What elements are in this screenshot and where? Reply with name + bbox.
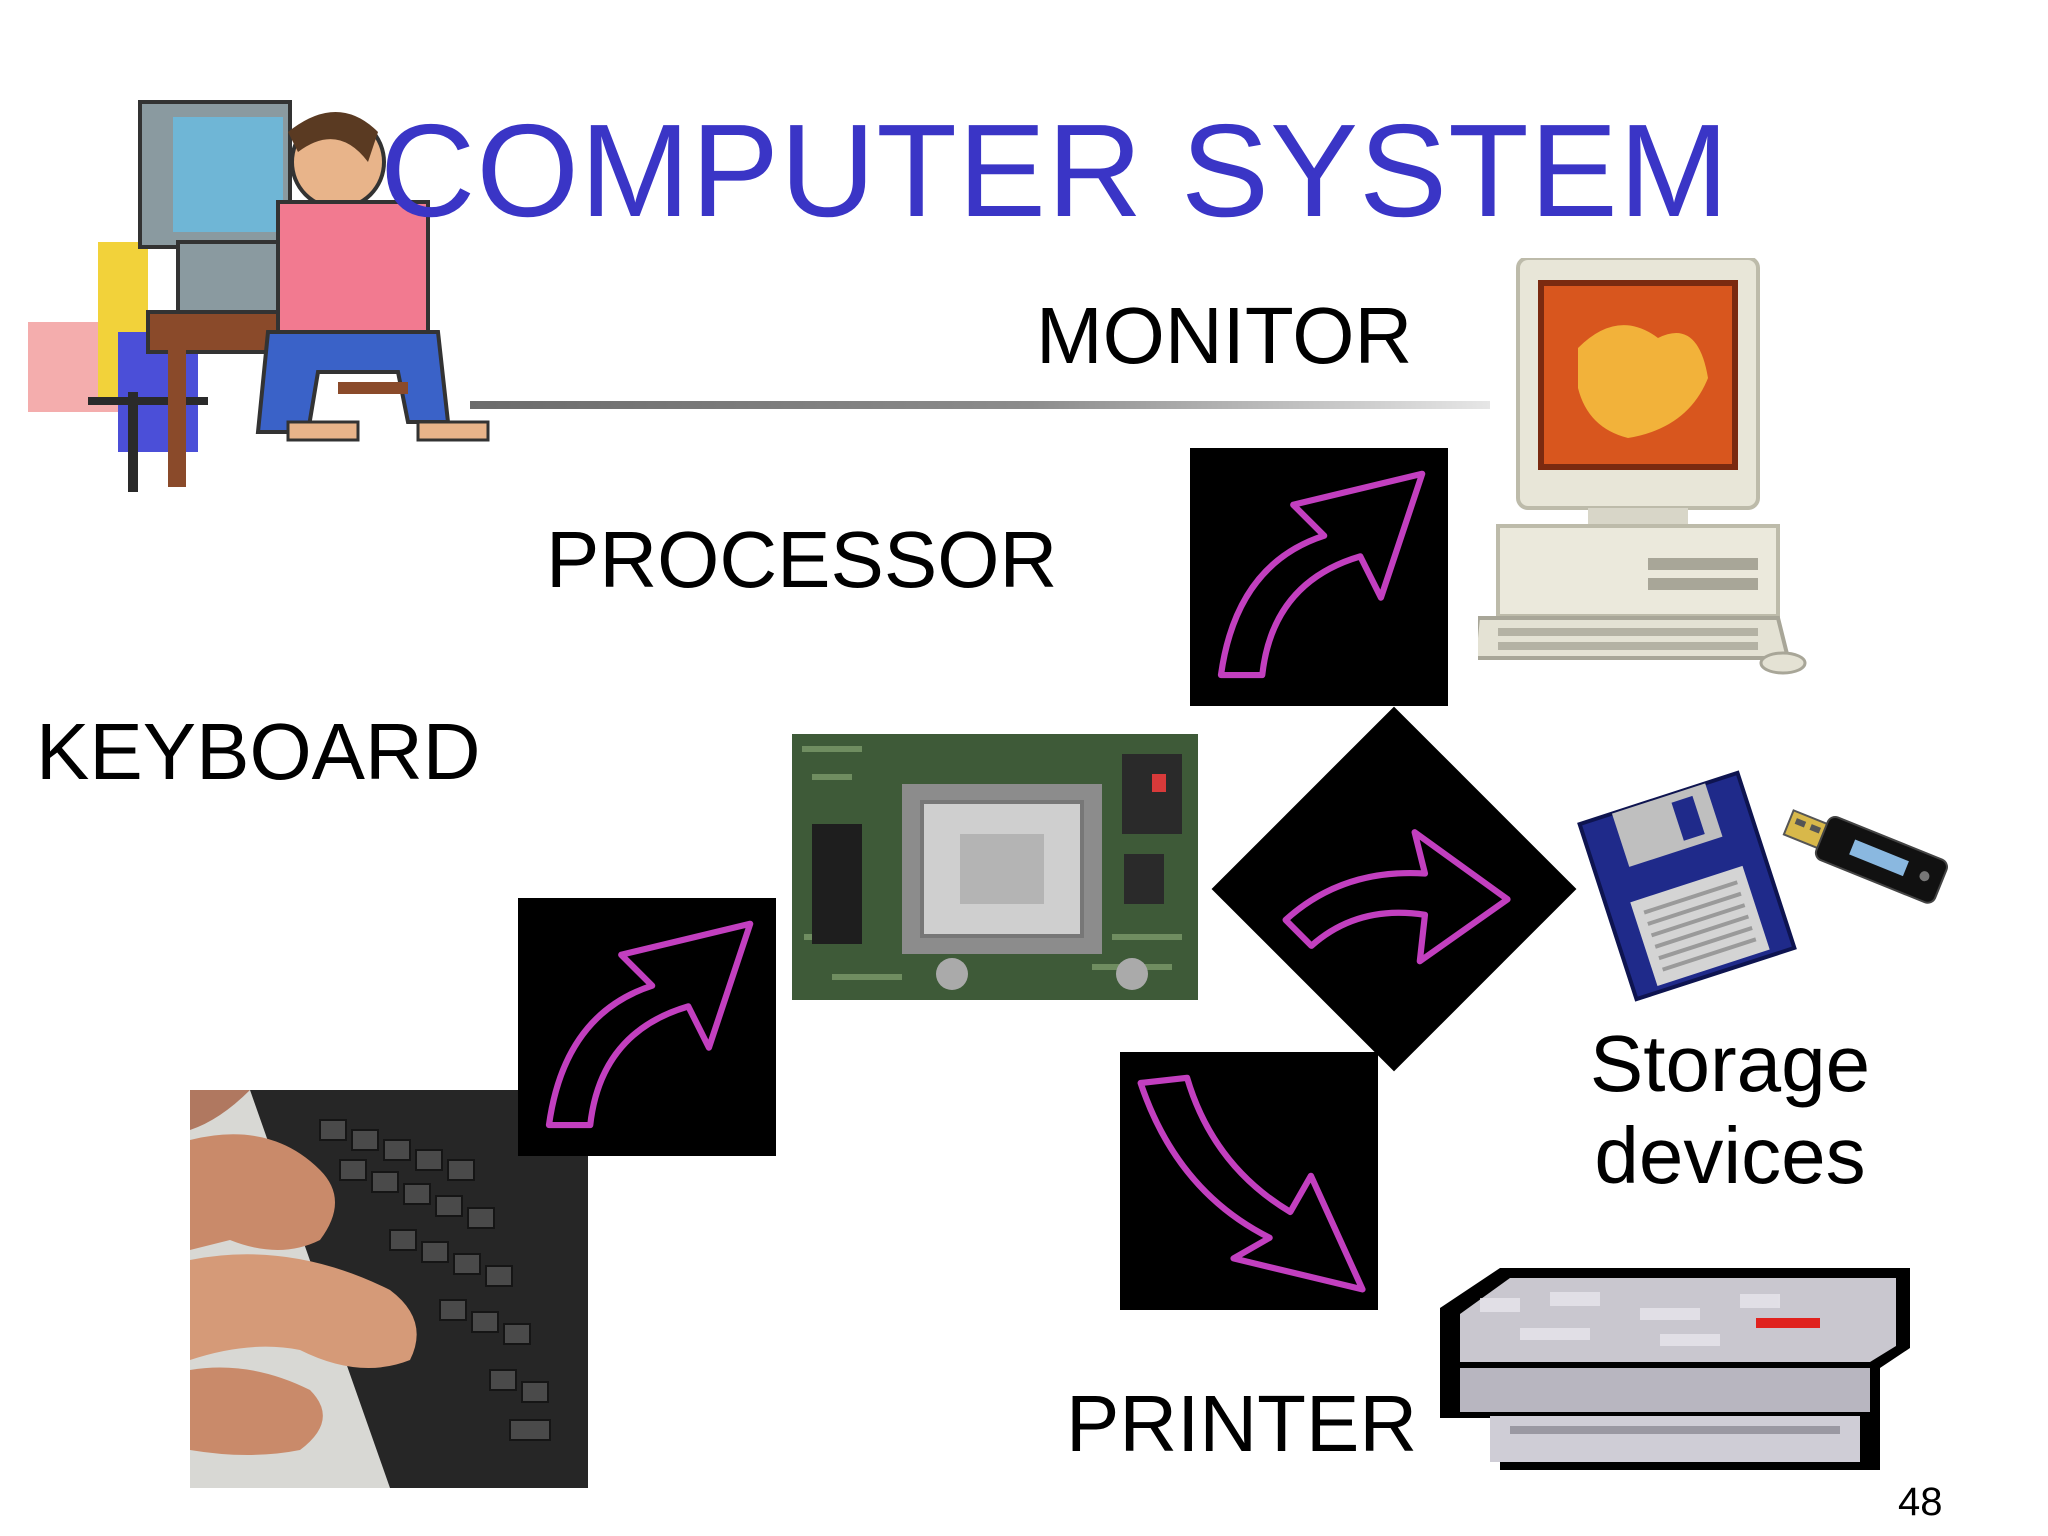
page-number: 48 bbox=[1898, 1480, 1943, 1524]
curved-arrow-icon bbox=[1282, 829, 1511, 965]
storage-label-line1: Storage bbox=[1589, 1019, 1871, 1108]
person-at-computer-icon bbox=[28, 92, 498, 492]
monitor-label: MONITOR bbox=[1036, 291, 1413, 380]
storage-devices-label: Storage devices bbox=[1560, 1018, 1900, 1202]
curved-arrow-icon bbox=[1217, 470, 1426, 679]
typing-keyboard-icon bbox=[190, 1090, 588, 1488]
curved-arrow-icon bbox=[1137, 1074, 1366, 1293]
printer-label: PRINTER bbox=[1066, 1379, 1418, 1468]
circuit-board-icon bbox=[792, 734, 1198, 1000]
processor-label: PROCESSOR bbox=[546, 515, 1058, 604]
usb-drive-icon bbox=[1776, 800, 1952, 910]
keyboard-label: KEYBOARD bbox=[36, 707, 481, 796]
arrow-processor-to-printer bbox=[1120, 1052, 1378, 1310]
storage-label-line2: devices bbox=[1594, 1111, 1866, 1200]
arrow-keyboard-to-processor bbox=[518, 898, 776, 1156]
desktop-computer-icon bbox=[1478, 258, 1814, 678]
floppy-disk-icon bbox=[1577, 770, 1797, 1002]
arrow-processor-to-storage bbox=[1211, 706, 1577, 1072]
title-divider bbox=[470, 401, 1490, 409]
printer-icon bbox=[1440, 1268, 1910, 1470]
curved-arrow-icon bbox=[545, 920, 754, 1129]
arrow-processor-to-monitor bbox=[1190, 448, 1448, 706]
slide-title: COMPUTER SYSTEM bbox=[380, 97, 1730, 244]
